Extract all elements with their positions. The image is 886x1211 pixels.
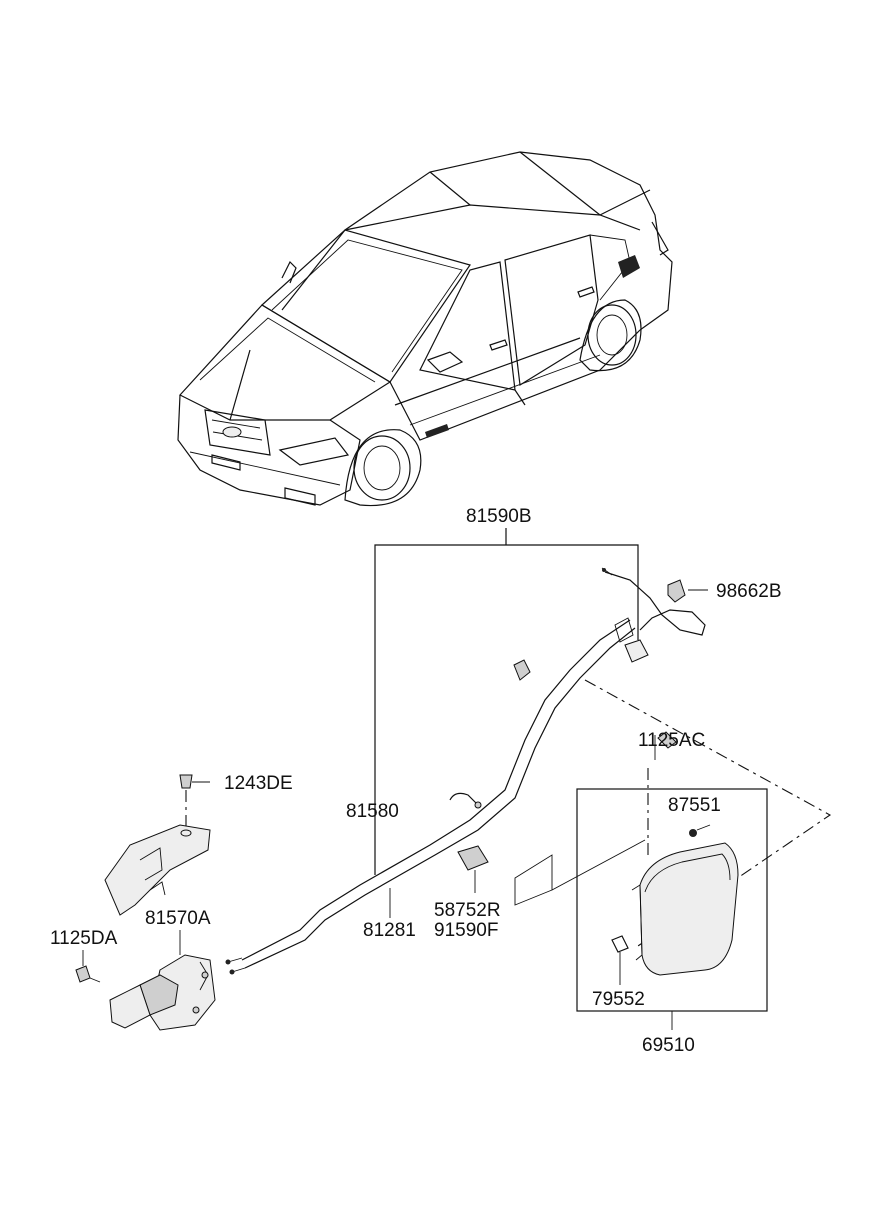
label-81590B: 81590B [466,506,532,527]
label-79552: 79552 [592,989,645,1010]
label-81281: 81281 [363,920,416,941]
cable-assembly [225,528,708,975]
fuel-filler-door-group [514,679,832,1030]
car-illustration [177,151,673,507]
label-91590F: 91590F [434,920,498,941]
label-1243DE: 1243DE [224,773,293,794]
label-1125AC: 1125AC [638,730,705,751]
label-58752R: 58752R [434,900,501,921]
label-69510: 69510 [642,1035,695,1056]
label-87551: 87551 [668,795,721,816]
label-81580: 81580 [346,801,399,822]
part-labels: 81590B 98662B 1125AC 1243DE 81580 87551 … [50,506,782,1056]
release-lever-group [75,774,216,1031]
label-81570A: 81570A [145,908,211,929]
label-1125DA: 1125DA [50,928,118,949]
label-98662B: 98662B [716,581,782,602]
